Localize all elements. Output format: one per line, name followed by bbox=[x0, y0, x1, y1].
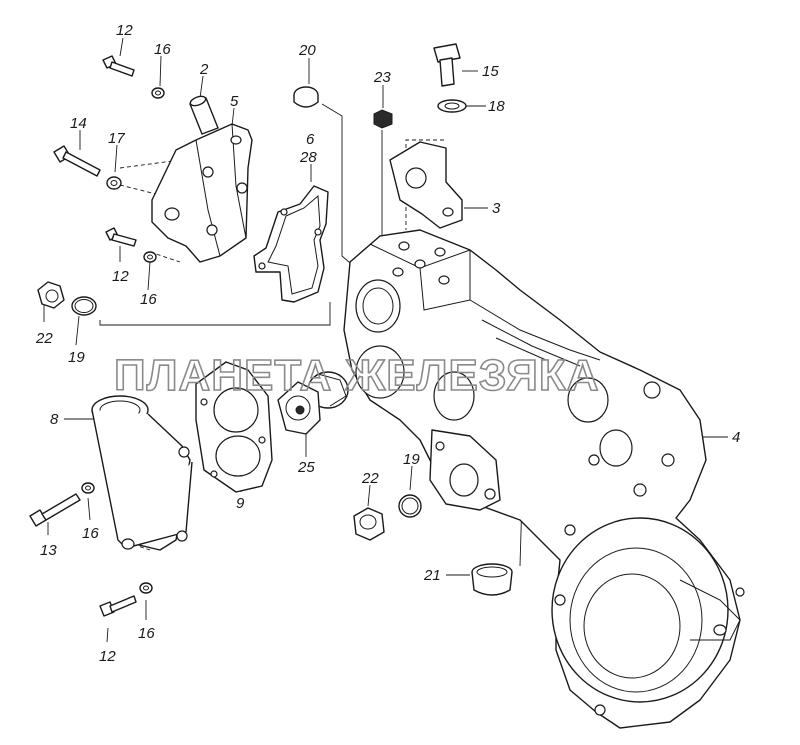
plug-22-left bbox=[37, 281, 65, 309]
callout-16: 16 bbox=[140, 291, 157, 308]
callout-13: 13 bbox=[40, 542, 57, 559]
plug-20 bbox=[293, 86, 319, 108]
callout-2: 2 bbox=[199, 61, 209, 78]
callout-15: 15 bbox=[482, 63, 499, 80]
elbow-pipe-8 bbox=[91, 395, 193, 551]
callout-28: 28 bbox=[299, 149, 317, 166]
bolt-14 bbox=[53, 145, 101, 177]
bolt-12-bottom bbox=[99, 595, 137, 617]
callout-5: 5 bbox=[230, 93, 239, 110]
washer-16-mid bbox=[143, 251, 157, 263]
callout-25: 25 bbox=[297, 459, 315, 476]
callout-18: 18 bbox=[488, 98, 505, 115]
callout-12: 12 bbox=[99, 648, 116, 665]
plug-22-right bbox=[353, 507, 385, 541]
bolt-13 bbox=[29, 493, 81, 527]
washer-16-top bbox=[151, 87, 165, 99]
bracket-3 bbox=[389, 141, 463, 229]
callout-16: 16 bbox=[82, 525, 99, 542]
callout-23: 23 bbox=[373, 69, 391, 86]
callout-12: 12 bbox=[116, 22, 133, 39]
bolt-15 bbox=[433, 43, 461, 87]
callout-9: 9 bbox=[236, 495, 245, 512]
callout-19: 19 bbox=[68, 349, 85, 366]
washer-17 bbox=[106, 176, 122, 190]
watermark-text: ПЛАНЕТА ЖЕЛЕЗЯКА bbox=[114, 351, 600, 400]
callout-8: 8 bbox=[50, 411, 59, 428]
ring-19-left bbox=[71, 296, 97, 316]
callout-19: 19 bbox=[403, 451, 420, 468]
callout-12: 12 bbox=[112, 268, 129, 285]
callout-17: 17 bbox=[108, 130, 125, 147]
washer-18 bbox=[437, 99, 467, 113]
ring-19-right bbox=[398, 494, 422, 518]
callout-20: 20 bbox=[298, 42, 316, 59]
nut-23 bbox=[373, 109, 393, 129]
callout-4: 4 bbox=[732, 429, 740, 446]
gasket-9 bbox=[195, 361, 273, 493]
bracket-5 bbox=[151, 123, 253, 263]
sleeve-2 bbox=[189, 95, 219, 135]
callout-22: 22 bbox=[35, 330, 53, 347]
washer-16-lower bbox=[81, 482, 95, 494]
washer-16-bottom bbox=[139, 582, 153, 594]
callout-3: 3 bbox=[492, 200, 501, 217]
bolt-12-mid bbox=[105, 227, 137, 247]
callout-16: 16 bbox=[154, 41, 171, 58]
callout-14: 14 bbox=[70, 115, 87, 132]
gasket-6-28 bbox=[253, 185, 329, 303]
callout-16: 16 bbox=[138, 625, 155, 642]
thermostat-25 bbox=[277, 371, 349, 435]
callout-6: 6 bbox=[306, 131, 315, 148]
callout-labels: 12 16 2 5 14 17 12 16 20 6 28 23 15 18 3… bbox=[35, 22, 740, 665]
housing-4 bbox=[343, 229, 745, 729]
sleeve-21 bbox=[471, 563, 513, 596]
bolt-12-top bbox=[102, 55, 135, 77]
callout-22: 22 bbox=[361, 470, 379, 487]
callout-21: 21 bbox=[423, 567, 441, 584]
